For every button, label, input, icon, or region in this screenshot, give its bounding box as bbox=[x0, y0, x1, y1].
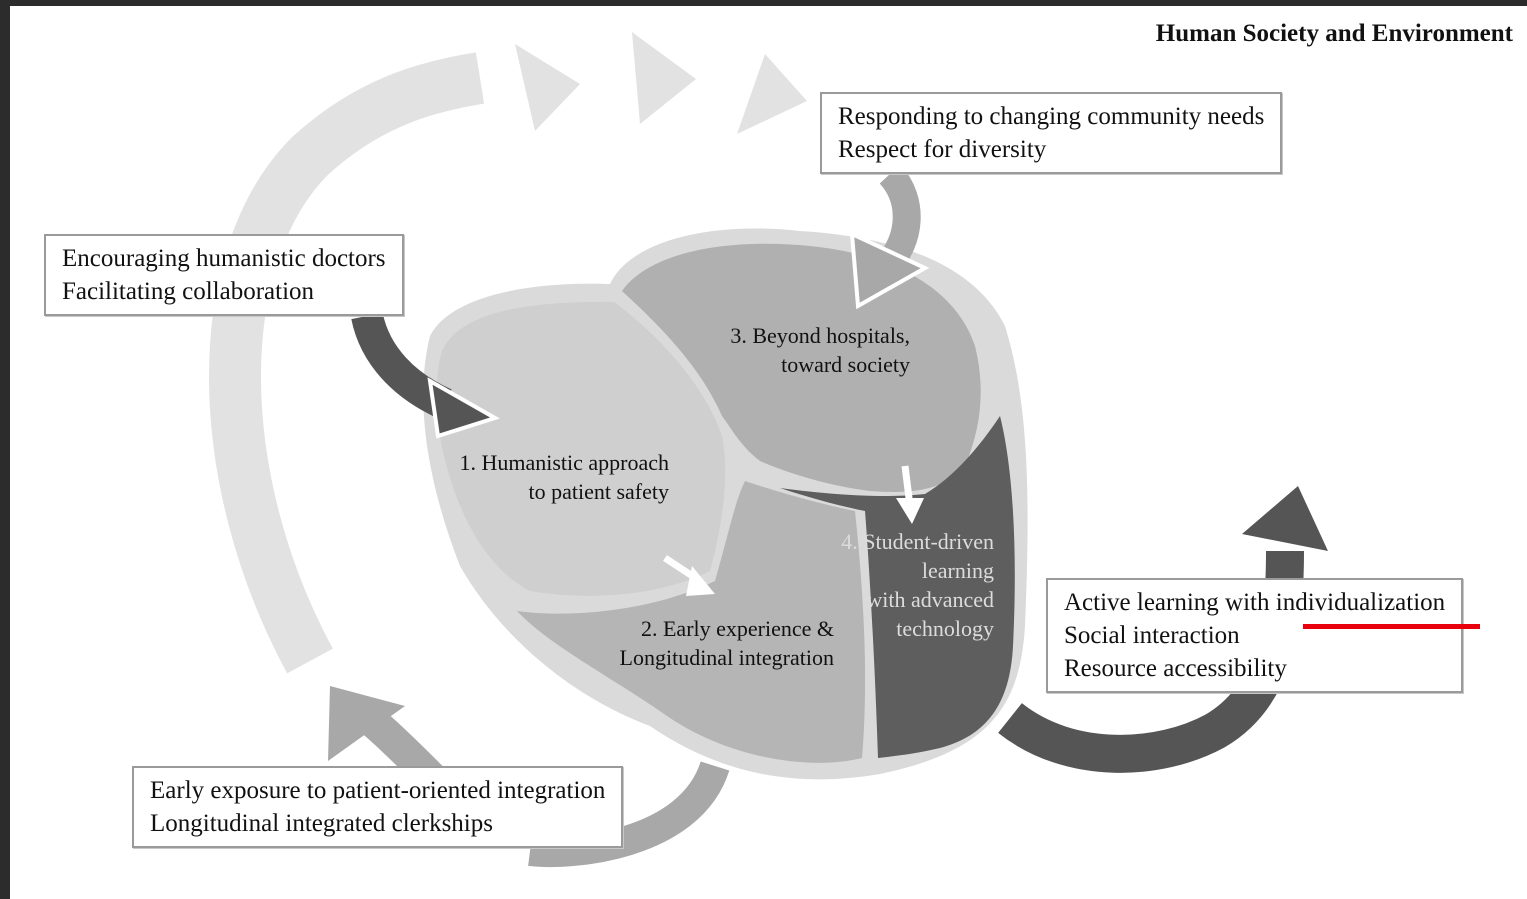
community-needs-arrowhead bbox=[849, 230, 930, 310]
cycle-chevron-3 bbox=[737, 54, 807, 134]
early-exposure-arrow bbox=[528, 760, 730, 868]
segment-3-line-1: 3. Beyond hospitals, bbox=[730, 323, 910, 348]
diagram-canvas: Human Society and Environment Responding… bbox=[10, 6, 1527, 899]
humanistic-arrowhead bbox=[427, 377, 500, 439]
internal-arrowhead-1-to-2 bbox=[686, 566, 715, 596]
cycle-chevron-2 bbox=[632, 32, 696, 124]
segment-1-label: 1. Humanistic approach to patient safety bbox=[459, 448, 669, 506]
highlight-underline bbox=[1303, 624, 1480, 629]
internal-arrowhead-3-to-4 bbox=[896, 498, 924, 524]
active-learning-line-3: Resource accessibility bbox=[1064, 655, 1287, 682]
early-exposure-line-2: Longitudinal integrated clerkships bbox=[150, 810, 493, 837]
segment-4-line-3: with advanced bbox=[866, 587, 994, 612]
outer-cycle-arc bbox=[209, 52, 485, 674]
segment-4-line-2: learning bbox=[921, 558, 994, 583]
cycle-chevron-1 bbox=[515, 44, 580, 131]
humanistic-doctors-box: Encouraging humanistic doctors Facilitat… bbox=[44, 234, 404, 316]
early-exposure-arrowhead bbox=[328, 686, 405, 761]
segment-4-line-4: technology bbox=[896, 616, 994, 641]
segment-2-line-2: Longitudinal integration bbox=[619, 645, 834, 670]
community-needs-line-2: Respect for diversity bbox=[838, 136, 1047, 163]
segment-2-shape bbox=[517, 481, 866, 763]
segment-1-line-1: 1. Humanistic approach bbox=[459, 450, 669, 475]
segment-4-label: 4. Student-driven learning with advanced… bbox=[841, 527, 994, 643]
active-learning-box: Active learning with individualization S… bbox=[1046, 578, 1464, 693]
segment-4-shape bbox=[780, 416, 1015, 758]
community-needs-box: Responding to changing community needs R… bbox=[820, 92, 1283, 174]
segment-3-label: 3. Beyond hospitals, toward society bbox=[730, 321, 910, 379]
humanistic-doctors-line-2: Facilitating collaboration bbox=[62, 278, 315, 305]
segment-1-shape bbox=[436, 301, 726, 596]
diagram-graphics bbox=[209, 32, 1328, 868]
segment-2-line-1: 2. Early experience & bbox=[640, 616, 834, 641]
community-needs-line-1: Responding to changing community needs bbox=[838, 103, 1265, 130]
early-exposure-line-1: Early exposure to patient-oriented integ… bbox=[150, 777, 606, 804]
segment-3-shape bbox=[622, 243, 981, 492]
segment-2-label: 2. Early experience & Longitudinal integ… bbox=[620, 614, 834, 672]
active-learning-line-1: Active learning with individualization bbox=[1064, 589, 1446, 616]
segment-4-line-1: 4. Student-driven bbox=[841, 529, 994, 554]
active-learning-line-2: Social interaction bbox=[1064, 622, 1240, 649]
segment-1-line-2: to patient safety bbox=[528, 479, 669, 504]
segment-3-line-2: toward society bbox=[781, 352, 910, 377]
early-exposure-box: Early exposure to patient-oriented integ… bbox=[132, 766, 624, 848]
humanistic-doctors-line-1: Encouraging humanistic doctors bbox=[62, 245, 386, 272]
diagram-header-title: Human Society and Environment bbox=[1155, 20, 1513, 47]
active-learning-arrowhead bbox=[1242, 486, 1328, 551]
